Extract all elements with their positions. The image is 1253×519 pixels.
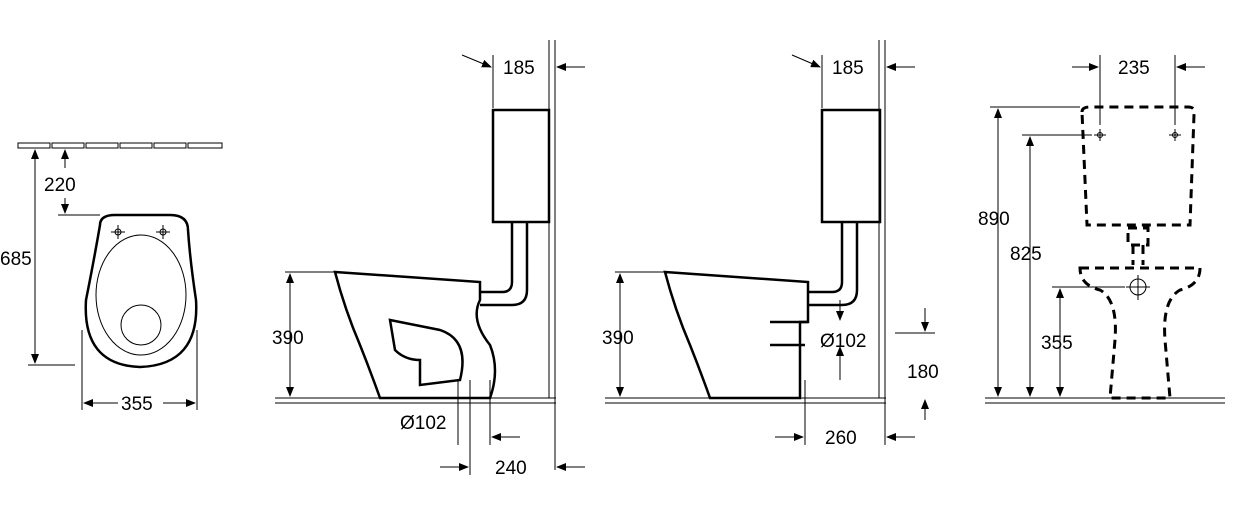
trap xyxy=(388,318,464,387)
dim-outlet-wall: 260 xyxy=(825,428,857,449)
dim-hole-height: 825 xyxy=(1010,244,1042,265)
bowl-outline xyxy=(84,213,198,369)
cistern xyxy=(820,108,882,224)
dim-fixing-distance: 220 xyxy=(44,175,76,196)
outlet-pipe xyxy=(770,320,808,347)
dim-outlet-diameter: Ø102 xyxy=(820,331,866,352)
toilet-bowl xyxy=(663,270,810,400)
dim-outlet-height: 180 xyxy=(907,362,939,383)
toilet-bowl xyxy=(333,270,497,400)
dim-width: 355 xyxy=(121,394,153,415)
dim-outlet-diameter: Ø102 xyxy=(400,413,446,434)
dim-total-height: 890 xyxy=(978,209,1010,230)
flush-pipe xyxy=(480,222,529,307)
dim-cistern-wall: 185 xyxy=(503,58,535,79)
bowl-opening xyxy=(120,304,162,346)
dim-cistern-wall: 185 xyxy=(832,58,864,79)
cistern xyxy=(491,108,551,224)
cistern-outline xyxy=(1080,105,1196,227)
side-view-floor-outlet: 185 390 Ø102 240 xyxy=(272,40,585,479)
fixing-holes xyxy=(111,225,170,239)
dim-depth: 685 xyxy=(0,249,32,270)
fixing-holes xyxy=(1094,129,1181,141)
dim-cistern-holes: 235 xyxy=(1118,58,1150,79)
dim-height: 390 xyxy=(602,328,634,349)
outlet-crosshair xyxy=(1126,275,1150,300)
side-view-wall-outlet: 185 390 Ø102 180 260 xyxy=(602,40,939,449)
wall-tiles xyxy=(17,142,223,149)
flush-pipe xyxy=(808,222,859,307)
dim-outlet-wall: 240 xyxy=(495,458,527,479)
top-view: 685 220 355 xyxy=(0,142,223,415)
bowl-inner xyxy=(95,234,187,356)
dim-height: 390 xyxy=(272,328,304,349)
front-view: 235 890 825 355 xyxy=(978,55,1225,404)
connector xyxy=(1126,226,1150,265)
dim-seat-height: 355 xyxy=(1041,333,1073,354)
bowl-outline xyxy=(1078,266,1202,400)
